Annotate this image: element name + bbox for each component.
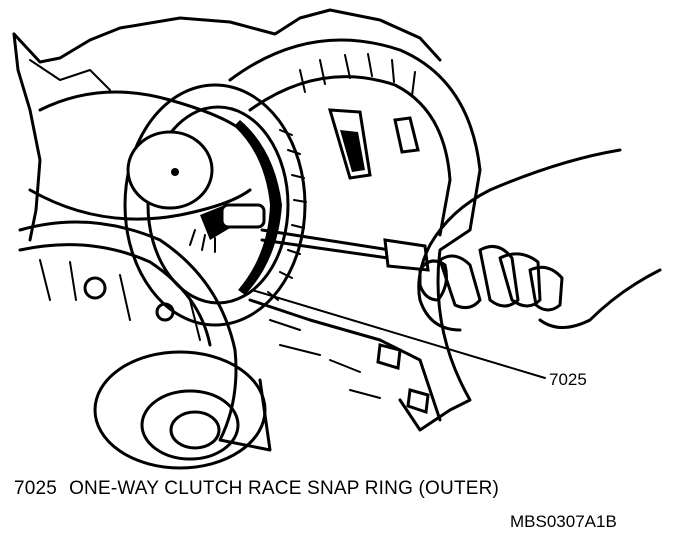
case-rib [299, 53, 416, 97]
band-strap [38, 90, 252, 142]
caption-text: ONE-WAY CLUTCH RACE SNAP RING (OUTER) [69, 478, 500, 499]
hub-pulley [126, 130, 214, 210]
housing-detail [29, 59, 111, 91]
case-slot-shadow [340, 130, 365, 172]
thumb [418, 259, 448, 302]
housing-top-edge [12, 8, 442, 64]
housing-rib [39, 259, 201, 341]
screwdriver-shaft [260, 228, 392, 252]
bottom-pulley-outer [93, 350, 267, 470]
case-lower-body [248, 298, 442, 422]
finger [438, 254, 482, 310]
drum-teeth [267, 129, 307, 301]
callout-label-7025: 7025 [549, 370, 587, 389]
band-strap [28, 188, 252, 221]
case-slot [393, 116, 420, 154]
lower-housing [18, 243, 212, 347]
callout-leader-line [251, 289, 546, 379]
finger [528, 265, 564, 312]
screwdriver-handle [383, 238, 430, 272]
figure-id: MBS0307A1B [510, 512, 617, 531]
drum-shadow [234, 120, 282, 295]
gear-teeth [189, 229, 216, 253]
caption-part-number: 7025 [14, 478, 58, 499]
lower-housing [18, 220, 272, 452]
bottom-pulley-inner [140, 389, 240, 461]
finger [478, 244, 520, 308]
shaft-stub [220, 203, 266, 229]
screwdriver-shaft [260, 238, 390, 260]
housing-left-edge [12, 32, 42, 242]
case-lower-slot [406, 388, 430, 415]
finger [498, 252, 542, 308]
hand-outline [417, 148, 622, 332]
bolt-hole [155, 302, 175, 322]
case-inner-ring [248, 75, 452, 237]
clutch-drum-outer [123, 83, 307, 327]
hand-outline [538, 268, 662, 329]
hub-center [171, 168, 179, 176]
case-outer-ring [228, 38, 482, 432]
bottom-pulley-hub [169, 410, 221, 450]
case-lower-detail [269, 319, 381, 399]
figure-caption: 7025 ONE-WAY CLUTCH RACE SNAP RING (OUTER… [14, 478, 499, 500]
case-lower-slot [376, 343, 402, 370]
bolt-hole [83, 276, 107, 300]
